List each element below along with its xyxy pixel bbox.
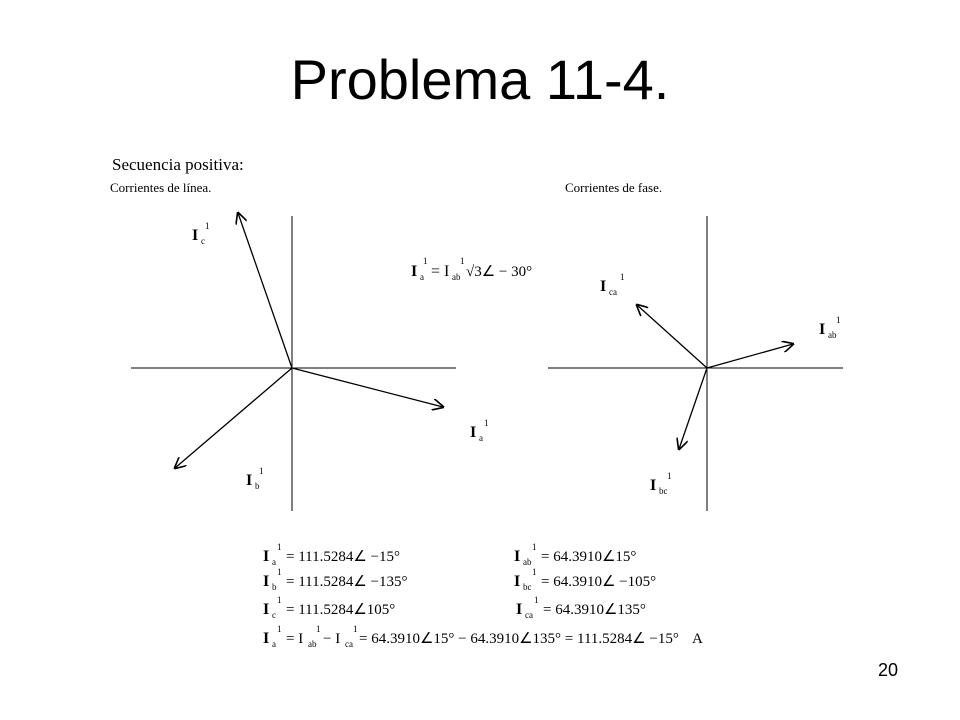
svg-text:c: c (201, 236, 205, 246)
svg-text:I: I (514, 548, 520, 565)
svg-text:√3∠ − 30°: √3∠ − 30° (466, 264, 532, 280)
phasor-ia (291, 367, 443, 407)
relation-formula: I a 1 = I ab 1 √3∠ − 30° (411, 256, 532, 282)
svg-text:1: 1 (667, 471, 672, 481)
eq-final: I a 1 = I ab 1 − I ca 1 = 64.3910∠15° − … (263, 624, 703, 649)
svg-text:ab: ab (452, 272, 461, 282)
svg-text:1: 1 (620, 272, 625, 282)
eq-iab: I ab 1 = 64.3910∠15° (514, 542, 636, 567)
phasor-ic (238, 213, 293, 369)
eq-ia: I a 1 = 111.5284∠ −15° (263, 542, 400, 567)
svg-text:− I: − I (323, 631, 340, 647)
line-currents-caption: Corrientes de línea. (110, 180, 212, 195)
label-ib: I b 1 (246, 466, 264, 491)
svg-text:1: 1 (353, 624, 358, 634)
phasor-ib (175, 367, 293, 468)
svg-text:a: a (420, 272, 424, 282)
sequence-subtitle: Secuencia positiva: (112, 155, 244, 174)
svg-text:I: I (470, 424, 476, 441)
svg-text:1: 1 (259, 466, 264, 476)
eq-ic: I c 1 = 111.5284∠105° (263, 595, 395, 620)
eq-ica: I ca 1 = 64.3910∠135° (516, 595, 646, 620)
eq-ib: I b 1 = 111.5284∠ −135° (263, 567, 408, 592)
svg-text:bc: bc (523, 582, 532, 592)
phasor-ibc (679, 367, 708, 449)
svg-text:= 111.5284∠ −135°: = 111.5284∠ −135° (286, 574, 408, 590)
svg-text:I: I (516, 601, 522, 618)
svg-text:1: 1 (277, 624, 282, 634)
svg-text:= I: = I (431, 263, 449, 280)
svg-text:I: I (650, 477, 656, 494)
eq-ibc: I bc 1 = 64.3910∠ −105° (514, 567, 656, 592)
svg-text:1: 1 (836, 315, 841, 325)
svg-text:1: 1 (460, 256, 465, 266)
svg-text:I: I (600, 278, 606, 295)
phase-currents-caption: Corrientes de fase. (565, 180, 663, 195)
svg-text:c: c (272, 610, 276, 620)
svg-text:A: A (692, 631, 703, 647)
svg-text:1: 1 (277, 595, 282, 605)
svg-text:1: 1 (532, 542, 537, 552)
svg-text:b: b (255, 481, 260, 491)
svg-text:= 64.3910∠15°: = 64.3910∠15° (541, 549, 636, 565)
svg-text:1: 1 (316, 624, 321, 634)
svg-text:1: 1 (534, 595, 539, 605)
svg-text:ab: ab (828, 330, 837, 340)
svg-text:= 111.5284∠105°: = 111.5284∠105° (286, 602, 395, 618)
page-number: 20 (878, 660, 899, 680)
svg-text:= 111.5284∠ −15°: = 111.5284∠ −15° (286, 549, 400, 565)
slide-title: Problema 11-4. (290, 48, 670, 111)
svg-text:a: a (479, 433, 483, 443)
svg-text:1: 1 (532, 567, 537, 577)
svg-text:I: I (192, 227, 198, 244)
label-ia: I a 1 (470, 418, 489, 443)
svg-text:I: I (263, 630, 269, 647)
label-ica: I ca 1 (600, 272, 625, 297)
svg-text:I: I (246, 472, 252, 489)
label-iab: I ab 1 (819, 315, 841, 340)
svg-text:ab: ab (523, 557, 532, 567)
svg-text:I: I (411, 263, 417, 280)
svg-text:I: I (263, 601, 269, 618)
svg-text:= 64.3910∠ −105°: = 64.3910∠ −105° (541, 574, 656, 590)
svg-text:I: I (263, 573, 269, 590)
label-ibc: I bc 1 (650, 471, 672, 496)
svg-text:a: a (272, 639, 276, 649)
svg-text:= I: = I (286, 631, 303, 647)
svg-text:I: I (263, 548, 269, 565)
phasor-iab (706, 344, 793, 369)
svg-text:1: 1 (205, 221, 210, 231)
phasor-ica (637, 305, 708, 369)
svg-text:1: 1 (484, 418, 489, 428)
svg-text:ca: ca (525, 610, 533, 620)
svg-text:1: 1 (423, 256, 428, 266)
svg-text:I: I (514, 573, 520, 590)
svg-text:b: b (272, 582, 277, 592)
svg-text:I: I (819, 321, 825, 338)
svg-text:bc: bc (659, 486, 668, 496)
svg-text:ca: ca (345, 639, 353, 649)
svg-text:ca: ca (609, 287, 617, 297)
label-ic: I c 1 (192, 221, 210, 246)
svg-text:ab: ab (308, 639, 317, 649)
svg-text:1: 1 (277, 567, 282, 577)
svg-text:= 64.3910∠15° − 64.3910∠135° =: = 64.3910∠15° − 64.3910∠135° = 111.5284∠… (359, 631, 679, 647)
svg-text:1: 1 (277, 542, 282, 552)
svg-text:a: a (272, 557, 276, 567)
svg-text:= 64.3910∠135°: = 64.3910∠135° (543, 602, 646, 618)
